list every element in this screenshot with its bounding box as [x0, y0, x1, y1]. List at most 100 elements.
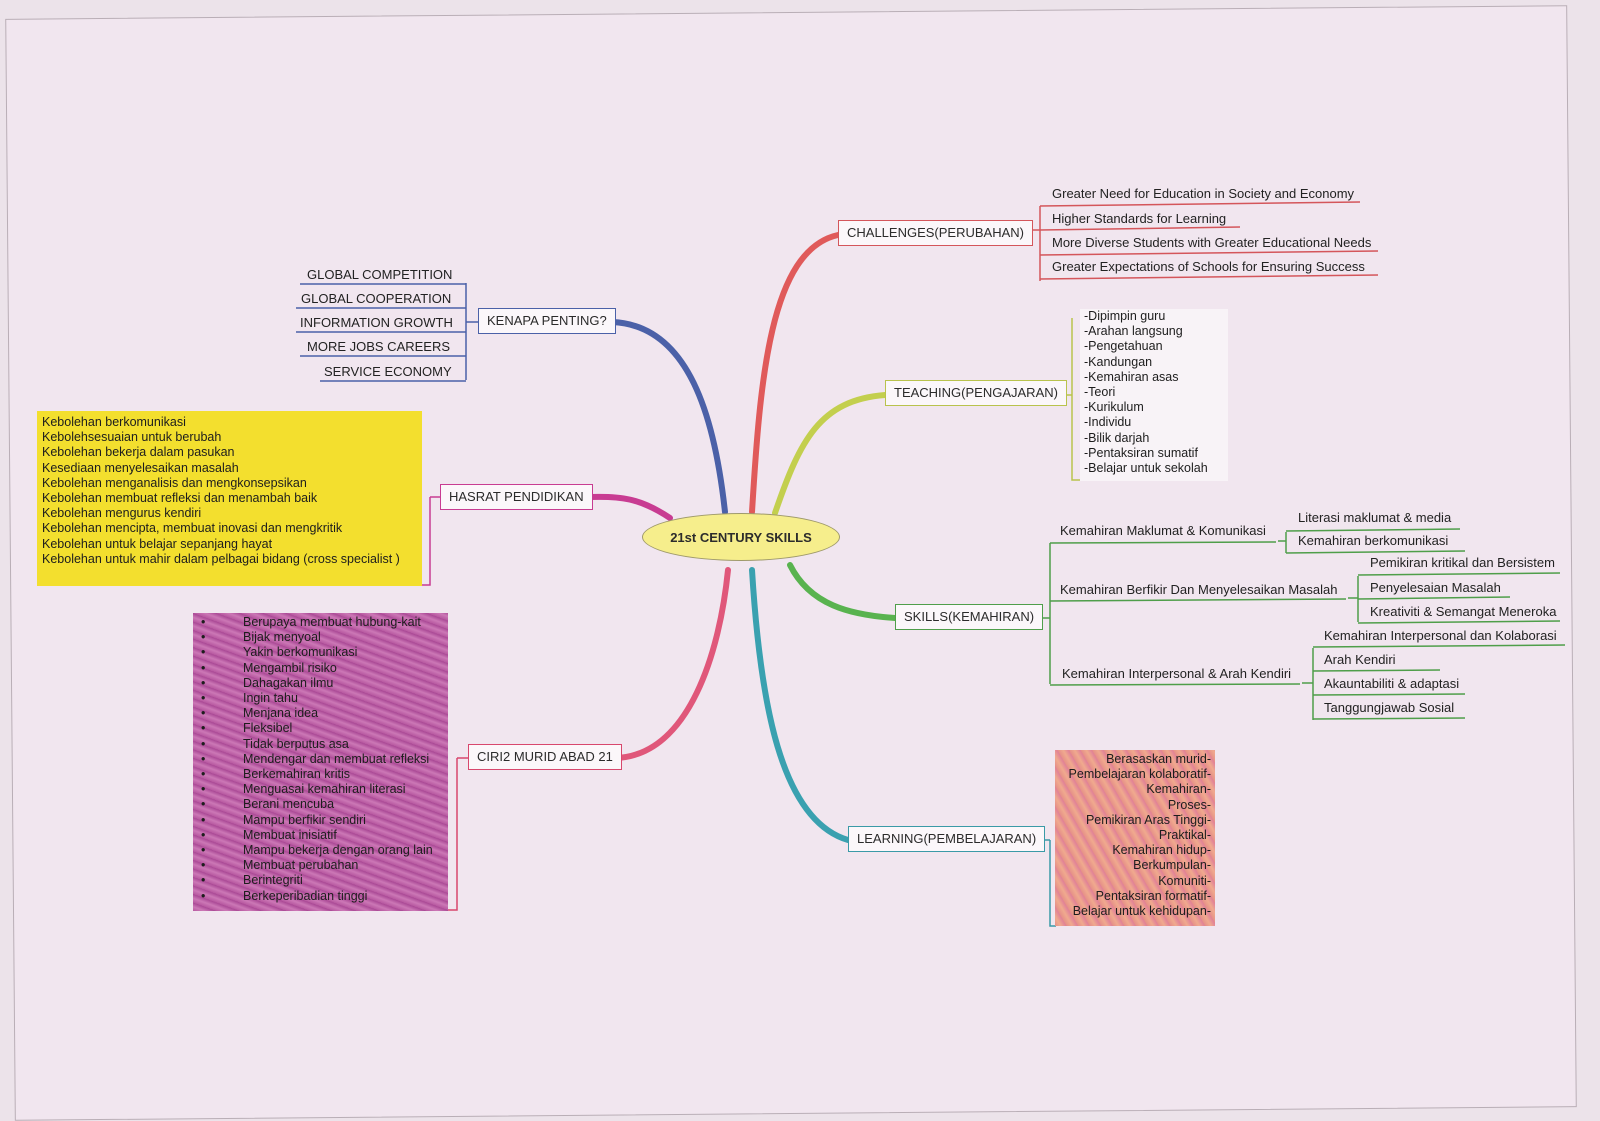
learning-item: Pembelajaran kolaboratif- — [1068, 767, 1211, 782]
ciri-item: • Yakin berkomunikasi — [201, 645, 444, 660]
ciri-item-text: Menguasai kemahiran literasi — [243, 782, 406, 797]
skills-group-3-item-1: Kemahiran Interpersonal dan Kolaborasi — [1324, 628, 1557, 643]
ciri-item-text: Berkeperibadian tinggi — [243, 888, 368, 903]
challenges-item-4: Greater Expectations of Schools for Ensu… — [1052, 259, 1365, 274]
bullet-icon: • — [201, 675, 206, 690]
teaching-item: -Pengetahuan — [1084, 339, 1163, 354]
hasrat-item: Kebolehan membuat refleksi dan menambah … — [42, 491, 318, 506]
ciri-item: • Bijak menyoal — [201, 630, 444, 645]
bullet-icon: • — [201, 736, 206, 751]
skills-group-2-item-3: Kreativiti & Semangat Meneroka — [1370, 604, 1557, 619]
ciri-item-text: Ingin tahu — [243, 691, 298, 706]
node-kenapa-penting[interactable]: KENAPA PENTING? — [478, 308, 616, 334]
ciri-item: • Membuat perubahan — [201, 858, 444, 873]
node-challenges[interactable]: CHALLENGES(PERUBAHAN) — [838, 220, 1033, 246]
ciri-item: • Berintegriti — [201, 873, 444, 888]
learning-item: Komuniti- — [1158, 873, 1211, 888]
bullet-icon: • — [201, 858, 206, 873]
teaching-list: -Dipimpin guru -Arahan langsung -Pengeta… — [1080, 309, 1228, 481]
hasrat-item: Kesediaan menyelesaikan masalah — [42, 460, 239, 475]
learning-item: Pentaksiran formatif- — [1095, 888, 1211, 903]
challenges-item-3: More Diverse Students with Greater Educa… — [1052, 235, 1372, 250]
bullet-icon: • — [201, 873, 206, 888]
node-teaching-label: TEACHING(PENGAJARAN) — [894, 385, 1058, 400]
ciri-item-text: Bijak menyoal — [243, 630, 321, 645]
ciri-item-text: Membuat perubahan — [243, 858, 359, 873]
central-topic[interactable]: 21st CENTURY SKILLS — [642, 513, 840, 561]
ciri-item: • Mendengar dan membuat refleksi — [201, 752, 444, 767]
ciri-item-text: Yakin berkomunikasi — [243, 645, 358, 660]
hasrat-item: Kebolehan berkomunikasi — [42, 415, 186, 429]
bullet-icon: • — [201, 615, 206, 629]
node-teaching[interactable]: TEACHING(PENGAJARAN) — [885, 380, 1067, 406]
ciri-item-text: Mendengar dan membuat refleksi — [243, 751, 430, 766]
ciri-item-text: Berintegriti — [243, 873, 303, 888]
learning-list: Berasaskan murid- Pembelajaran kolaborat… — [1055, 750, 1215, 926]
kenapa-item-2: GLOBAL COOPERATION — [301, 291, 452, 306]
skills-group-1: Kemahiran Maklumat & Komunikasi — [1060, 523, 1266, 538]
ciri-item-text: Berupaya membuat hubung-kait — [243, 615, 421, 629]
challenges-item-1: Greater Need for Education in Society an… — [1052, 186, 1355, 201]
ciri-item: • Mampu bekerja dengan orang lain — [201, 843, 444, 858]
bullet-icon: • — [201, 721, 206, 736]
skills-group-3: Kemahiran Interpersonal & Arah Kendiri — [1062, 666, 1292, 681]
hasrat-item: Kebolehan mencipta, membuat inovasi dan … — [42, 521, 343, 536]
bullet-icon: • — [201, 797, 206, 812]
kenapa-item-4: MORE JOBS CAREERS — [307, 339, 451, 354]
ciri-item: •Berkemahiran kritis — [201, 767, 444, 782]
teaching-item: -Bilik darjah — [1084, 430, 1150, 445]
ciri-item: •Membuat inisiatif — [201, 828, 444, 843]
ciri-item: •Dahagakan ilmu — [201, 676, 444, 691]
node-ciri-murid[interactable]: CIRI2 MURID ABAD 21 — [468, 744, 622, 770]
bullet-icon: • — [201, 812, 206, 827]
teaching-item: -Individu — [1084, 415, 1132, 430]
ciri-item-text: Tidak berputus asa — [243, 736, 349, 751]
teaching-item: -Pentaksiran sumatif — [1084, 445, 1198, 460]
bullet-icon: • — [201, 751, 206, 766]
bullet-icon: • — [201, 630, 206, 645]
teaching-item: -Belajar untuk sekolah — [1084, 461, 1208, 476]
skills-group-2: Kemahiran Berfikir Dan Menyelesaikan Mas… — [1060, 582, 1338, 597]
ciri-item-text: Membuat inisiatif — [243, 827, 337, 842]
hasrat-item: Kebolehan untuk belajar sepanjang hayat — [42, 536, 273, 551]
ciri-item-text: Berani mencuba — [243, 797, 335, 812]
kenapa-item-3: INFORMATION GROWTH — [300, 315, 453, 330]
teaching-item: -Kemahiran asas — [1084, 369, 1179, 384]
central-topic-label: 21st CENTURY SKILLS — [670, 529, 812, 545]
skills-group-3-item-2: Arah Kendiri — [1324, 652, 1396, 667]
ciri-item: • Berupaya membuat hubung-kait — [201, 615, 444, 630]
skills-group-2-item-1: Pemikiran kritikal dan Bersistem — [1370, 555, 1555, 570]
bullet-icon: • — [201, 691, 206, 706]
node-ciri-label: CIRI2 MURID ABAD 21 — [477, 749, 613, 764]
learning-item: Proses- — [1167, 797, 1211, 812]
skills-group-3-item-3: Akauntabiliti & adaptasi — [1324, 676, 1460, 691]
ciri-item: • Menguasai kemahiran literasi — [201, 782, 444, 797]
ciri-item: • Berani mencuba — [201, 797, 444, 812]
hasrat-item: Kebolehan bekerja dalam pasukan — [42, 445, 235, 460]
node-hasrat-pendidikan[interactable]: HASRAT PENDIDIKAN — [440, 484, 593, 510]
bullet-icon: • — [201, 782, 206, 797]
bullet-icon: • — [201, 660, 206, 675]
node-skills[interactable]: SKILLS(KEMAHIRAN) — [895, 604, 1044, 630]
ciri-item: • Fleksibel — [201, 721, 444, 736]
learning-item: Pemikiran Aras Tinggi- — [1085, 812, 1211, 827]
learning-item: Berkumpulan- — [1133, 858, 1211, 873]
bullet-icon: • — [201, 888, 206, 903]
hasrat-item: Kebolehan mengurus kendiri — [42, 506, 202, 521]
bullet-icon: • — [201, 843, 206, 858]
node-learning[interactable]: LEARNING(PEMBELAJARAN) — [848, 826, 1046, 852]
hasrat-item: Kebolehan untuk mahir dalam pelbagai bid… — [42, 551, 400, 566]
ciri-item-text: Mampu berfikir sendiri — [243, 812, 366, 827]
skills-group-3-item-4: Tanggungjawab Sosial — [1324, 700, 1455, 715]
ciri-item-text: Mampu bekerja dengan orang lain — [243, 843, 433, 858]
node-kenapa-label: KENAPA PENTING? — [487, 313, 607, 328]
teaching-item: -Arahan langsung — [1084, 324, 1183, 339]
hasrat-item: Kebolehsesuaian untuk berubah — [42, 430, 222, 445]
bullet-icon: • — [201, 645, 206, 660]
teaching-item: -Kurikulum — [1084, 400, 1144, 415]
skills-group-1-item-2: Kemahiran berkomunikasi — [1298, 533, 1449, 548]
learning-item: Belajar untuk kehidupan- — [1072, 904, 1211, 919]
kenapa-item-5: SERVICE ECONOMY — [324, 364, 452, 379]
ciri-item-text: Fleksibel — [243, 721, 293, 736]
ciri-list: • Berupaya membuat hubung-kait • Bijak meny… — [193, 613, 448, 911]
